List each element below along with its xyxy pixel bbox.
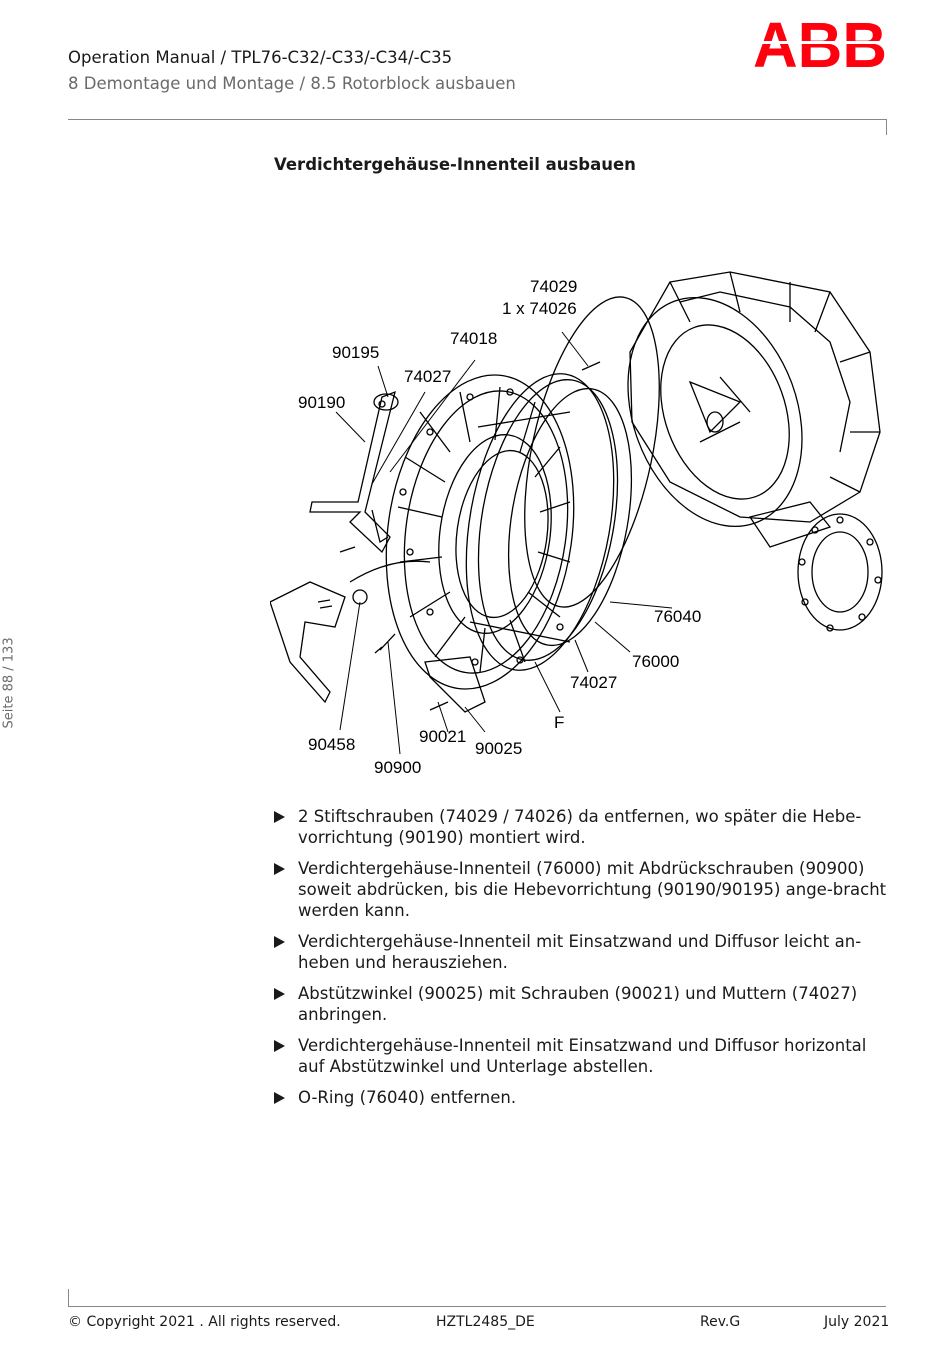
callout-74029: 74029	[530, 277, 577, 296]
callout-90025: 90025	[475, 739, 522, 758]
callout-74018: 74018	[450, 329, 497, 348]
compressor-casing	[627, 271, 881, 528]
step-text: Verdichtergehäuse-Innenteil mit Einsatzw…	[298, 932, 862, 972]
callout-90021: 90021	[419, 727, 466, 746]
callout-76000: 76000	[632, 652, 679, 671]
abb-logo: ABB	[752, 18, 888, 70]
outlet-flange	[748, 501, 883, 632]
diffuser-ring	[385, 374, 575, 690]
triangle-bullet-icon	[274, 863, 285, 875]
footer-divider	[68, 1306, 886, 1307]
callout-90195: 90195	[332, 343, 379, 362]
triangle-bullet-icon	[274, 1092, 285, 1104]
callout-90458: 90458	[308, 735, 355, 754]
leader-lines	[335, 331, 673, 755]
step-text: O-Ring (76040) entfernen.	[298, 1088, 517, 1107]
bolt	[339, 546, 356, 553]
footer-document-id: HZTL2485_DE	[436, 1314, 535, 1330]
section-heading: Verdichtergehäuse-Innenteil ausbauen	[274, 155, 636, 174]
step-item: Verdichtergehäuse-Innenteil (76000) mit …	[274, 858, 894, 921]
callout-76040: 76040	[654, 607, 701, 626]
drawing-lines	[270, 271, 883, 713]
instruction-steps: 2 Stiftschrauben (74029 / 74026) da entf…	[274, 806, 894, 1118]
step-item: Verdichtergehäuse-Innenteil mit Einsatzw…	[274, 931, 894, 973]
step-item: Abstützwinkel (90025) mit Schrauben (900…	[274, 983, 894, 1025]
header-divider-tick	[886, 119, 887, 135]
callout-f: F	[554, 713, 564, 732]
jack-screw	[374, 633, 396, 654]
stud	[581, 361, 601, 371]
page-number: Seite 88 / 133	[1, 637, 17, 729]
callout-74027-top: 74027	[404, 367, 451, 386]
header-divider	[68, 119, 886, 120]
step-item: O-Ring (76040) entfernen.	[274, 1087, 894, 1108]
compressor-inner-part	[465, 373, 633, 671]
exploded-view-figure: 74029 1 x 74026 74018 90195 74027 90190 …	[270, 271, 883, 777]
step-text: Verdichtergehäuse-Innenteil mit Einsatzw…	[298, 1036, 867, 1076]
step-item: Verdichtergehäuse-Innenteil mit Einsatzw…	[274, 1035, 894, 1077]
footer-date: July 2021	[824, 1314, 890, 1330]
callout-74027-bottom: 74027	[570, 673, 617, 692]
step-item: 2 Stiftschrauben (74029 / 74026) da entf…	[274, 806, 894, 848]
step-text: Abstützwinkel (90025) mit Schrauben (900…	[298, 984, 858, 1024]
footer-copyright: © Copyright 2021 . All rights reserved.	[68, 1314, 341, 1330]
triangle-bullet-icon	[274, 988, 285, 1000]
triangle-bullet-icon	[274, 936, 285, 948]
cable	[349, 560, 431, 583]
chapter-breadcrumb: 8 Demontage und Montage / 8.5 Rotorblock…	[68, 74, 516, 93]
document-title: Operation Manual / TPL76-C32/-C33/-C34/-…	[68, 48, 453, 67]
lifting-device	[309, 390, 399, 554]
step-text: 2 Stiftschrauben (74029 / 74026) da entf…	[298, 807, 862, 847]
support-bracket	[270, 581, 486, 713]
triangle-bullet-icon	[274, 811, 285, 823]
step-text: Verdichtergehäuse-Innenteil (76000) mit …	[298, 859, 887, 920]
callout-74026: 1 x 74026	[502, 299, 577, 318]
callout-90190: 90190	[298, 393, 345, 412]
footer-divider-tick	[68, 1289, 69, 1306]
footer-revision: Rev.G	[700, 1314, 741, 1330]
triangle-bullet-icon	[274, 1040, 285, 1052]
callout-90900: 90900	[374, 758, 421, 777]
